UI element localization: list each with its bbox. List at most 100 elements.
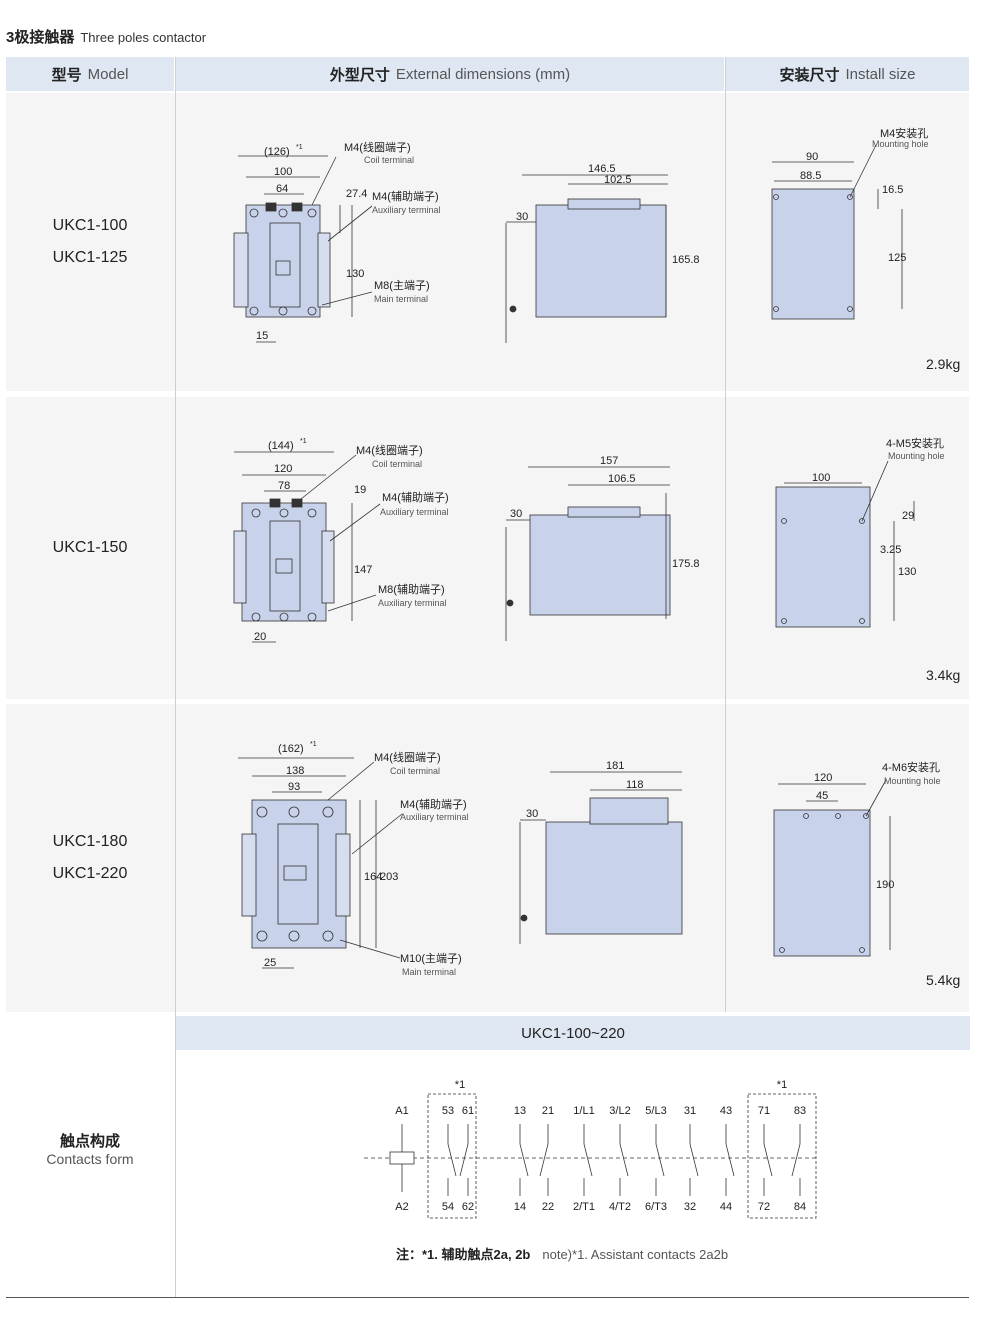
main-terminal-en: Main terminal [402,967,456,977]
contact-bottom-label: 62 [462,1201,474,1213]
install-w2: 88.5 [800,170,821,182]
front-view-body [251,799,347,949]
contacts-label-en: Contacts form [46,1151,134,1167]
side-depth: 146.5 [588,163,616,175]
coil-terminal-en: Coil terminal [390,766,440,776]
side-depth2: 102.5 [604,174,632,186]
contacts-label: 触点构成 Contacts form [6,1130,174,1167]
contact-top-label: 83 [794,1105,806,1117]
dim-h2: 147 [354,564,372,576]
contact-bottom-label: 14 [514,1201,526,1213]
front-view-side-aux [317,232,331,308]
model-name: UKC1-220 [52,865,128,882]
install-w2: 45 [816,790,828,802]
dim-h2: 130 [346,268,364,280]
aux-terminal-en: Auxiliary terminal [400,812,469,822]
side-rail: 30 [510,508,522,520]
dim-width: 120 [274,463,292,475]
side-depth: 157 [600,455,618,467]
dim-overall: (144) [268,440,294,452]
contact-top-label: A1 [395,1105,408,1117]
side-rail: 30 [526,808,538,820]
side-depth2: 118 [626,779,644,791]
contact-bottom-label: 72 [758,1201,770,1213]
weight-label: 2.9kg [926,356,961,372]
footnote-en: note)*1. Assistant contacts 2a2b [542,1247,729,1262]
contact-top-label: 13 [514,1105,526,1117]
install-hole-en: Mounting hole [888,451,945,461]
contact-bottom-label: 22 [542,1201,554,1213]
contact-top-label: 5/L3 [645,1105,666,1117]
model-name: UKC1-150 [52,539,128,556]
dim-overall: (162) [278,743,304,755]
coil-terminal-cn: M4(线圈端子) [356,443,423,457]
dim-width: 138 [286,765,304,777]
contact-top-label: 53 [442,1105,454,1117]
install-drawing: M4安装孔 Mounting hole 90 88.5 16.5 125 [771,126,929,320]
install-hole-en: Mounting hole [872,139,929,149]
dim-star: *1 [310,741,317,748]
contact-bottom-label: 32 [684,1201,696,1213]
header-external-cn: 外型尺寸 [329,66,390,84]
front-view-side-aux [321,530,335,604]
dim-inner: 64 [276,183,288,195]
side-depth2: 106.5 [608,473,636,485]
header-install: 安装尺寸 Install size [726,57,969,91]
side-rail: 30 [516,211,528,223]
dim-inner: 93 [288,781,300,793]
header-install-cn: 安装尺寸 [779,66,840,84]
dim-foot: 20 [254,631,266,643]
contact-bottom-label: 44 [720,1201,732,1213]
model-name: UKC1-180 [52,833,128,850]
install-hole-cn: 4-M5安装孔 [886,436,944,450]
main-terminal-cn: M8(主端子) [374,279,430,292]
contact-top-label: 61 [462,1105,474,1117]
side-view-body [529,514,671,616]
dimension-drawing-front-side: (162) *1 138 93 164 203 25 M4(线圈端子) Coil… [238,741,683,977]
aux-terminal-cn: M4(辅助端子) [382,490,449,504]
install-w1: 120 [814,772,832,784]
contact-bottom-label: 4/T2 [609,1201,631,1213]
contact-top-label: 43 [720,1105,732,1117]
contact-bottom-label: 6/T3 [645,1201,667,1213]
aux-terminal-en: Auxiliary terminal [380,507,449,517]
install-plate [771,188,855,320]
install-hole-en: Mounting hole [884,776,941,786]
contact-bottom-label: 84 [794,1201,806,1213]
contact-top-label: 31 [684,1105,696,1117]
contact-top-label: 3/L2 [609,1105,630,1117]
dim-width: 100 [274,166,292,178]
coil-terminal-cn: M4(线圈端子) [374,750,441,764]
dim-h1: 164 [364,871,382,883]
contact-top-label: 21 [542,1105,554,1117]
side-depth: 181 [606,760,624,772]
side-view-body [535,204,667,318]
contact-top-label: 1/L1 [573,1105,594,1117]
install-w1: 90 [806,151,818,163]
install-hole-cn: 4-M6安装孔 [882,760,940,774]
contact-bottom-label: 2/T1 [573,1201,595,1213]
contact-top-label: 71 [758,1105,770,1117]
contacts-star: *1 [455,1079,465,1091]
header-install-en: Install size [845,65,916,83]
main-terminal-en: Auxiliary terminal [378,598,447,608]
install-h2: 125 [888,252,906,264]
coil-terminal-en: Coil terminal [364,155,414,165]
front-view-side-aux [335,833,351,917]
header-model-cn: 型号 [51,66,82,84]
install-w1: 100 [812,472,830,484]
contacts-star: *1 [777,1079,787,1091]
aux-terminal-cn: M4(辅助端子) [372,189,439,203]
main-terminal-cn: M8(辅助端子) [378,582,445,596]
coil-terminal-en: Coil terminal [372,459,422,469]
dim-h1: 19 [354,484,366,496]
install-h1: 16.5 [882,184,903,196]
dimension-drawing-front-side: (126) *1 100 64 27.4 130 15 M4(线圈端子) Coi… [233,140,700,343]
install-plate [775,486,871,628]
section-title-en: Three poles contactor [80,30,207,45]
contacts-header: UKC1-100~220 [176,1016,970,1050]
